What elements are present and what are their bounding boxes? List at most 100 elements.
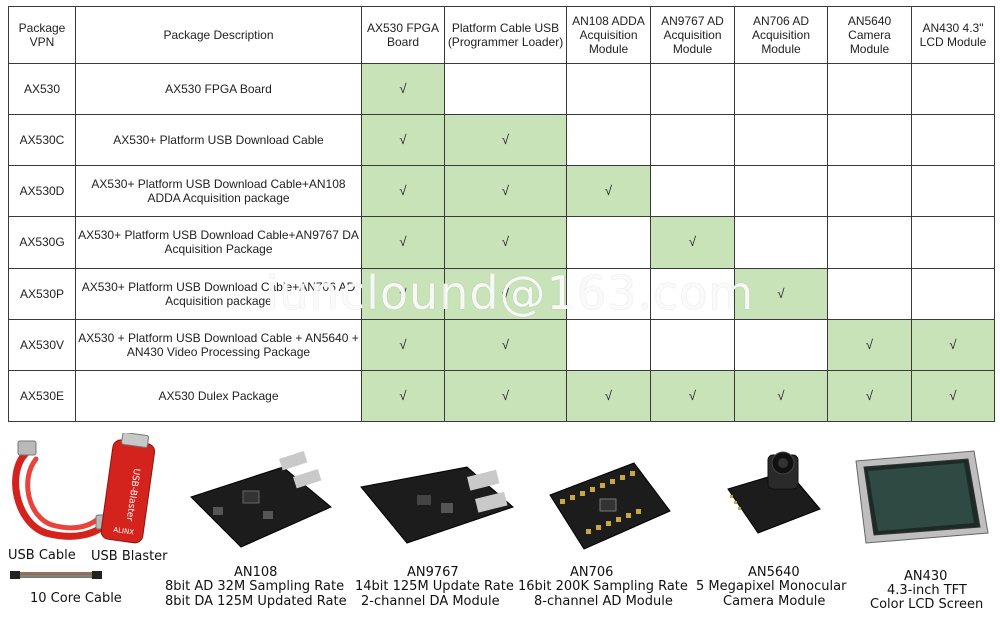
check-mark-icon: √ xyxy=(501,387,510,403)
an108-line1: 8bit AD 32M Sampling Rate xyxy=(165,579,345,594)
included-check-cell: √ xyxy=(444,318,567,371)
empty-cell xyxy=(911,114,995,167)
an706-line1: 16bit 200K Sampling Rate xyxy=(518,579,688,594)
check-mark-icon: √ xyxy=(501,132,510,148)
included-check-cell: √ xyxy=(361,216,445,269)
check-mark-icon: √ xyxy=(604,387,613,403)
package-description-cell: AX530+ Platform USB Download Cable xyxy=(75,114,362,167)
included-check-cell: √ xyxy=(650,216,735,269)
usb-cable-icon: USB-Blaster ALINX xyxy=(12,433,156,544)
included-check-cell: √ xyxy=(361,369,445,423)
an706-product: AN706 16bit 200K Sampling Rate 8-channel… xyxy=(518,425,698,615)
package-description-cell: AX530 Dulex Package xyxy=(75,369,362,423)
an430-name: AN430 xyxy=(904,569,948,584)
included-check-cell: √ xyxy=(650,369,735,423)
check-mark-icon: √ xyxy=(688,234,697,250)
package-vpn-cell: AX530E xyxy=(8,369,76,423)
included-check-cell: √ xyxy=(361,165,445,218)
included-check-cell: √ xyxy=(361,267,445,320)
header-an430: AN430 4.3" LCD Module xyxy=(911,6,995,64)
empty-cell xyxy=(650,318,735,371)
an9767-line1: 14bit 125M Update Rate xyxy=(355,579,514,594)
an5640-line1: 5 Megapixel Monocular xyxy=(696,579,847,594)
empty-cell xyxy=(566,62,651,116)
an430-product: AN430 4.3-inch TFT Color LCD Screen xyxy=(850,425,1000,615)
an108-line2: 8bit DA 125M Updated Rate xyxy=(165,594,347,609)
check-mark-icon: √ xyxy=(501,183,510,199)
empty-cell xyxy=(911,216,995,269)
core-cable-label: 10 Core Cable xyxy=(30,591,122,606)
empty-cell xyxy=(827,62,912,116)
package-description-cell: AX530+ Platform USB Download Cable+AN976… xyxy=(75,216,362,269)
usb-cable-label: USB Cable xyxy=(8,548,76,563)
empty-cell xyxy=(566,267,651,320)
empty-cell xyxy=(911,267,995,320)
check-mark-icon: √ xyxy=(604,183,613,199)
included-check-cell: √ xyxy=(734,369,828,423)
package-table: Package VPN Package Description AX530 FP… xyxy=(8,6,995,423)
header-ax530-board: AX530 FPGA Board xyxy=(361,6,445,64)
check-mark-icon: √ xyxy=(501,285,510,301)
header-an706: AN706 AD Acquisition Module xyxy=(734,6,828,64)
header-package-description: Package Description xyxy=(75,6,362,64)
empty-cell xyxy=(650,165,735,218)
empty-cell xyxy=(911,165,995,218)
empty-cell xyxy=(566,114,651,167)
package-vpn-cell: AX530G xyxy=(8,216,76,269)
an108-product: AN108 8bit AD 32M Sampling Rate 8bit DA … xyxy=(165,425,355,615)
package-description-cell: AX530 FPGA Board xyxy=(75,62,362,116)
check-mark-icon: √ xyxy=(688,387,697,403)
an9767-name: AN9767 xyxy=(407,565,459,580)
empty-cell xyxy=(734,318,828,371)
package-vpn-cell: AX530P xyxy=(8,267,76,320)
an5640-product: AN5640 5 Megapixel Monocular Camera Modu… xyxy=(696,425,861,615)
an706-name: AN706 xyxy=(570,565,614,580)
an5640-line2: Camera Module xyxy=(723,594,826,609)
empty-cell xyxy=(827,267,912,320)
empty-cell xyxy=(827,114,912,167)
an9767-board-icon xyxy=(360,466,514,544)
product-strip: USB-Blaster ALINX USB Cable USB Blaster … xyxy=(0,425,1000,618)
package-description-cell: AX530+ Platform USB Download Cable+AN108… xyxy=(75,165,362,218)
empty-cell xyxy=(650,267,735,320)
included-check-cell: √ xyxy=(444,267,567,320)
check-mark-icon: √ xyxy=(399,81,407,97)
included-check-cell: √ xyxy=(566,369,651,423)
empty-cell xyxy=(734,165,828,218)
header-an5640: AN5640 Camera Module xyxy=(827,6,912,64)
included-check-cell: √ xyxy=(444,369,567,423)
check-mark-icon: √ xyxy=(501,234,510,250)
svg-text:ALINX: ALINX xyxy=(113,526,135,537)
empty-cell xyxy=(911,62,995,116)
empty-cell xyxy=(566,216,651,269)
package-vpn-cell: AX530C xyxy=(8,114,76,167)
table-header-row: Package VPN Package Description AX530 FP… xyxy=(8,6,995,64)
included-check-cell: √ xyxy=(827,318,912,371)
core-cable-icon xyxy=(10,571,102,579)
check-mark-icon: √ xyxy=(501,336,510,352)
check-mark-icon: √ xyxy=(399,234,407,250)
check-mark-icon: √ xyxy=(399,387,407,403)
check-mark-icon: √ xyxy=(865,387,874,403)
included-check-cell: √ xyxy=(911,369,995,423)
an5640-camera-icon xyxy=(727,451,821,534)
check-mark-icon: √ xyxy=(949,336,957,352)
an706-board-icon xyxy=(549,462,671,550)
check-mark-icon: √ xyxy=(399,285,407,301)
included-check-cell: √ xyxy=(444,216,567,269)
check-mark-icon: √ xyxy=(777,387,785,403)
an706-line2: 8-channel AD Module xyxy=(534,594,673,609)
empty-cell xyxy=(734,114,828,167)
included-check-cell: √ xyxy=(444,114,567,167)
empty-cell xyxy=(734,216,828,269)
an5640-name: AN5640 xyxy=(748,565,800,580)
package-description-cell: AX530 + Platform USB Download Cable + AN… xyxy=(75,318,362,371)
included-check-cell: √ xyxy=(827,369,912,423)
check-mark-icon: √ xyxy=(399,183,407,199)
an108-name: AN108 xyxy=(234,565,278,580)
